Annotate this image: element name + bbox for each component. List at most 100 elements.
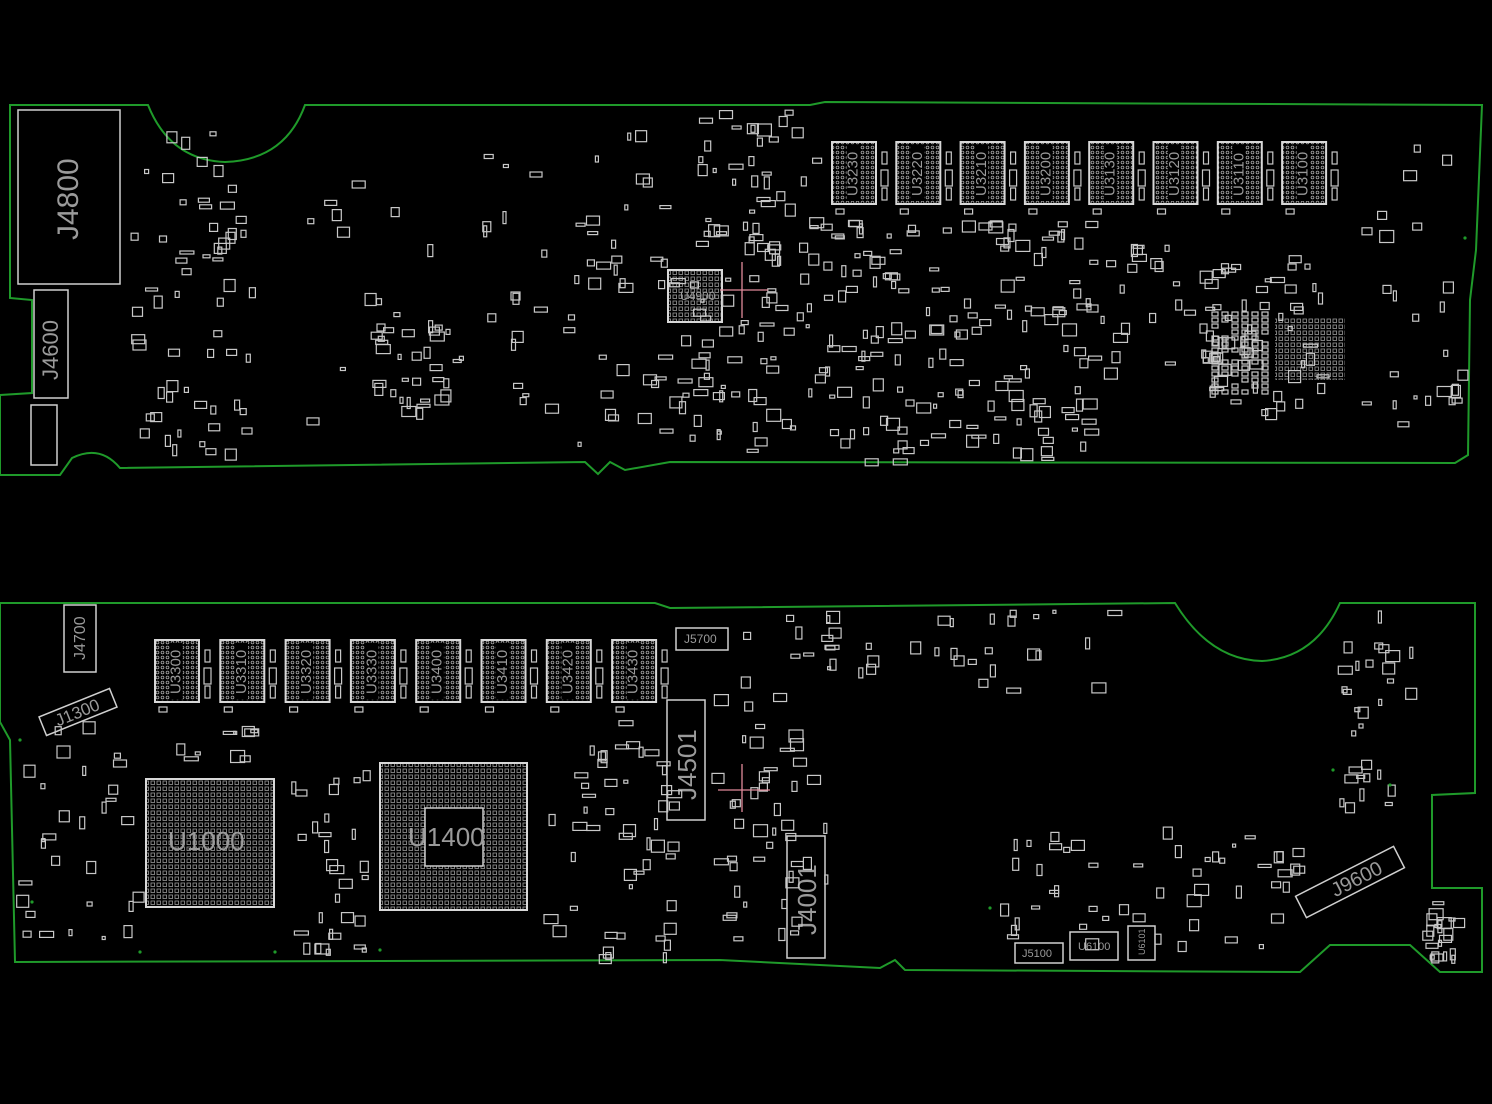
smd-pad xyxy=(580,782,590,789)
smd-pad xyxy=(1221,359,1229,365)
smd-pad xyxy=(239,408,247,416)
smd-pad xyxy=(375,339,389,345)
memory-chip[interactable]: U3330 xyxy=(349,639,396,703)
bga-cpu-pads[interactable] xyxy=(1275,318,1345,380)
connector-j4001[interactable]: J4001 xyxy=(786,835,826,959)
smd-pad xyxy=(1359,788,1365,802)
memory-chip[interactable]: U3220 xyxy=(895,141,942,205)
smd-pad xyxy=(1261,409,1269,417)
connector-j5100[interactable]: J5100 xyxy=(1014,942,1064,964)
smd-pad xyxy=(665,853,676,860)
chip-u4900[interactable]: U4900 xyxy=(667,269,723,323)
smd-pad xyxy=(1030,307,1045,317)
smd-pad xyxy=(1091,682,1107,694)
smd-pad xyxy=(809,217,825,229)
connector-j1300[interactable]: J1300 xyxy=(38,687,118,737)
smd-pad xyxy=(734,885,741,898)
smd-pad xyxy=(968,379,981,387)
smd-pad xyxy=(768,136,779,143)
memory-chip-label: U3430 xyxy=(625,650,642,694)
smd-pad xyxy=(121,815,135,826)
memory-chip[interactable]: U3210 xyxy=(959,141,1006,205)
memory-chip[interactable]: U3430 xyxy=(611,639,658,703)
smd-pad xyxy=(1241,329,1249,335)
memory-chip[interactable]: U3400 xyxy=(415,639,462,703)
smd-pad xyxy=(166,391,174,403)
smd-pad xyxy=(1292,847,1305,858)
smd-pad xyxy=(618,282,634,293)
memory-chip[interactable]: U3110 xyxy=(1216,141,1263,205)
smd-pad xyxy=(642,859,651,871)
memory-chip[interactable]: U3310 xyxy=(219,639,266,703)
connector-j4600[interactable]: J4600 xyxy=(33,289,69,399)
smd-pad xyxy=(331,209,342,222)
connector-j4800[interactable]: J4800 xyxy=(17,109,121,285)
smd-pad xyxy=(778,927,786,942)
smd-pad xyxy=(1074,386,1081,395)
smd-pad xyxy=(931,287,940,293)
chip-u1000[interactable]: U1000 xyxy=(145,778,275,908)
memory-chip[interactable]: U3200 xyxy=(1023,141,1070,205)
smd-pad xyxy=(1211,335,1219,341)
memory-chip[interactable]: U3410 xyxy=(480,639,527,703)
connector-j5700[interactable]: J5700 xyxy=(675,627,729,651)
smd-pad xyxy=(1337,665,1353,675)
smd-pad xyxy=(1041,236,1055,241)
smd-pad xyxy=(940,286,950,292)
chip-u6101[interactable]: U6101 xyxy=(1127,925,1156,961)
smd-pad xyxy=(871,256,886,265)
smd-pad xyxy=(642,177,653,188)
smd-pad xyxy=(748,388,758,403)
smd-pad xyxy=(1436,916,1452,930)
smd-pad xyxy=(1036,863,1043,877)
smd-pad xyxy=(68,928,73,937)
smd-pad xyxy=(131,306,144,317)
connector-j4501[interactable]: J4501 xyxy=(666,699,706,821)
smd-pad xyxy=(678,401,687,415)
smd-pad xyxy=(662,952,668,964)
smd-pad xyxy=(209,222,219,232)
smd-pad xyxy=(510,338,517,351)
memory-chip[interactable]: U3100 xyxy=(1281,141,1328,205)
connector-j4700[interactable]: J4700 xyxy=(63,604,97,673)
smd-pad xyxy=(351,828,356,840)
mounting-dot xyxy=(138,950,142,954)
smd-pad xyxy=(1211,311,1219,317)
smd-pad xyxy=(112,759,128,768)
smd-pad xyxy=(727,356,743,364)
smd-pad xyxy=(1211,323,1219,329)
smd-pad xyxy=(18,880,33,886)
smd-pad xyxy=(1074,237,1084,250)
memory-chip[interactable]: U3420 xyxy=(545,639,592,703)
smd-pad xyxy=(613,264,618,276)
smd-pad xyxy=(1060,229,1066,241)
smd-pad xyxy=(845,285,859,293)
smd-pad xyxy=(1033,613,1040,620)
smd-pad xyxy=(800,273,810,285)
smd-pad xyxy=(989,613,995,625)
memory-chip[interactable]: U3130 xyxy=(1088,141,1135,205)
smd-pad xyxy=(825,610,841,625)
smd-pad xyxy=(824,874,829,885)
smd-pad xyxy=(1201,349,1207,359)
chip-u6100[interactable]: U6100 xyxy=(1069,931,1119,961)
smd-pad xyxy=(627,132,632,141)
memory-chip[interactable]: U3120 xyxy=(1152,141,1199,205)
smd-pad xyxy=(602,946,615,959)
smd-pad xyxy=(585,215,601,226)
smd-pad xyxy=(785,614,795,623)
smd-pad xyxy=(1430,953,1444,962)
connector-j4100[interactable] xyxy=(30,404,58,466)
smd-pad xyxy=(25,910,36,919)
smd-pad xyxy=(132,891,145,903)
connector-j9600[interactable]: J9600 xyxy=(1294,845,1406,919)
chip-u1400[interactable]: U1400 xyxy=(379,762,528,911)
smd-pad xyxy=(1276,850,1284,863)
memory-chip[interactable]: U3300 xyxy=(154,639,200,703)
smd-pad xyxy=(595,261,612,270)
smd-pad xyxy=(1365,659,1374,668)
memory-chip[interactable]: U3320 xyxy=(284,639,331,703)
memory-chip[interactable]: U3230 xyxy=(831,141,877,205)
smd-pad xyxy=(244,728,260,737)
